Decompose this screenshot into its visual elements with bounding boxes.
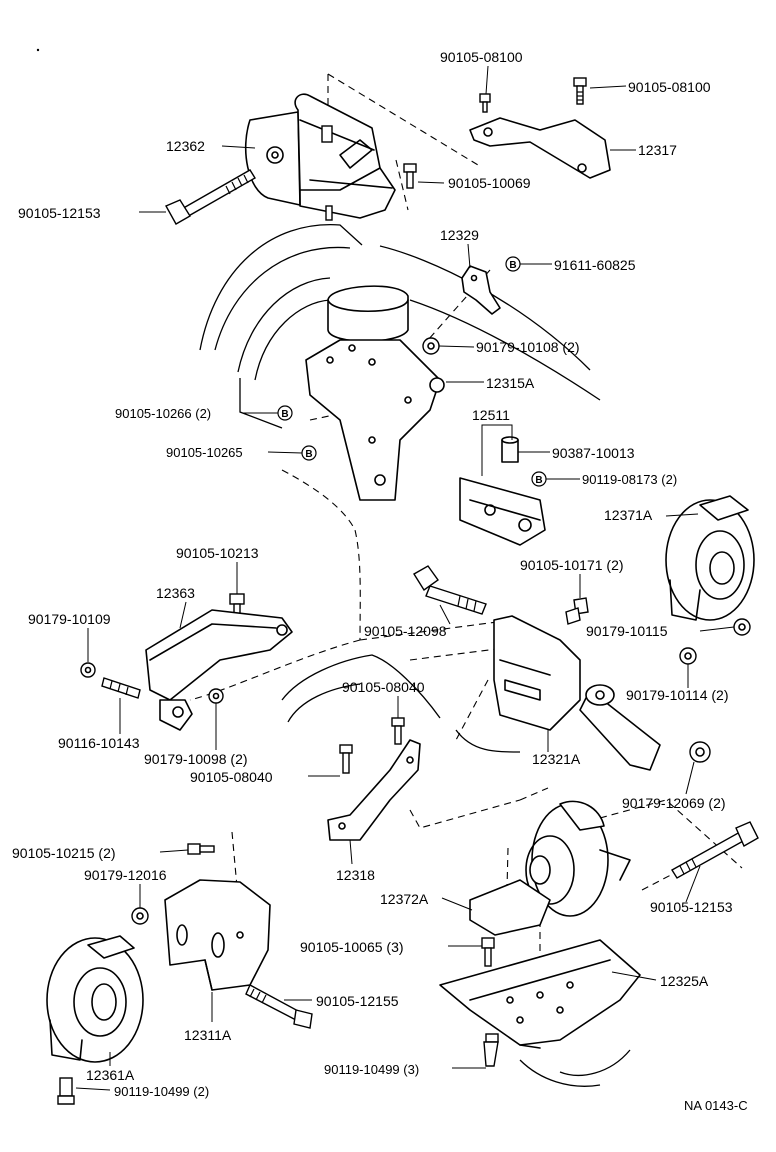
label-90105-10065: 90105-10065 (3) <box>300 939 404 955</box>
label-90105-10069: 90105-10069 <box>448 175 531 191</box>
bolt-90105-10171 <box>565 597 589 625</box>
label-12511: 12511 <box>472 407 510 423</box>
label-12362: 12362 <box>166 138 205 154</box>
label-90105-10213: 90105-10213 <box>176 545 259 561</box>
label-12317: 12317 <box>638 142 677 158</box>
label-91611-60825: 91611-60825 <box>554 257 636 273</box>
label-90105-08040-b: 90105-08040 <box>190 769 273 785</box>
nut-90179-10114 <box>679 647 697 665</box>
bracket-12311A <box>164 879 271 991</box>
label-90105-10265: 90105-10265 <box>166 445 243 460</box>
bracket-12318 <box>327 739 421 841</box>
bolt-90105-10065 <box>481 937 495 967</box>
label-90387-10013: 90387-10013 <box>552 445 635 461</box>
label-90119-10499-b: 90119-10499 (2) <box>114 1084 209 1099</box>
label-90105-12153-b: 90105-12153 <box>650 899 733 915</box>
label-12318: 12318 <box>336 867 375 883</box>
bracket-12511 <box>459 477 546 546</box>
bolt-90105-08040-upper <box>391 717 405 745</box>
plate-12325A <box>439 939 641 1049</box>
label-12321A: 12321A <box>532 751 581 767</box>
bolt-90119-10499-right <box>483 1033 499 1067</box>
label-90105-10171: 90105-10171 (2) <box>520 557 624 573</box>
washer-90179-12016 <box>131 907 149 925</box>
part-labels: 90105-08100 90105-08100 12362 12317 9010… <box>12 49 748 1113</box>
nut-90179-10108 <box>422 337 440 355</box>
label-12363: 12363 <box>156 585 195 601</box>
label-90116-10143: 90116-10143 <box>58 735 140 751</box>
bolt-90105-12153-bottom <box>671 821 759 879</box>
label-90105-12155: 90105-12155 <box>316 993 399 1009</box>
label-12325A: 12325A <box>660 973 709 989</box>
mount-12321A <box>493 615 661 771</box>
label-90105-12153-a: 90105-12153 <box>18 205 101 221</box>
scan-speck <box>36 48 40 52</box>
label-12311A: 12311A <box>184 1027 232 1043</box>
nut-90179-12069 <box>689 741 711 763</box>
svg-text:B: B <box>305 449 312 460</box>
label-12371A: 12371A <box>604 507 653 523</box>
label-90105-10266: 90105-10266 (2) <box>115 406 211 421</box>
nut-90179-10098 <box>208 688 224 704</box>
svg-text:B: B <box>535 475 542 486</box>
collar-90387-10013 <box>501 436 519 463</box>
figure-code: NA 0143-C <box>684 1098 748 1113</box>
bolt-90105-12155 <box>245 984 313 1029</box>
label-90179-10108: 90179-10108 (2) <box>476 339 580 355</box>
label-12329: 12329 <box>440 227 479 243</box>
svg-text:B: B <box>281 409 288 420</box>
b-circle-marker-icon: B <box>301 445 317 461</box>
bolt-90105-12153-top <box>165 169 256 225</box>
mount-12371A <box>665 495 755 621</box>
label-90105-08040-a: 90105-08040 <box>342 679 425 695</box>
bracket-12315A <box>305 285 445 501</box>
label-90179-12016: 90179-12016 <box>84 867 167 883</box>
b-circle-marker-icon: B <box>505 256 521 272</box>
nut-90179-10115 <box>733 618 751 636</box>
label-90179-12069: 90179-12069 (2) <box>622 795 726 811</box>
bolt-90105-08100-left <box>479 93 491 113</box>
b-circle-marker-icon: B <box>531 471 547 487</box>
bolt-90119-10499-left <box>57 1077 75 1105</box>
label-90105-10215: 90105-10215 (2) <box>12 845 116 861</box>
b-circle-marker-icon: B <box>277 405 293 421</box>
label-12361A: 12361A <box>86 1067 135 1083</box>
bracket-12363 <box>145 609 293 731</box>
bolt-90105-10215 <box>187 843 215 855</box>
stud-90116-10143 <box>101 677 141 699</box>
label-90105-12098: 90105-12098 <box>364 623 447 639</box>
bolt-90105-12098 <box>413 565 487 615</box>
mount-12361A <box>46 935 144 1063</box>
label-90105-08100-a: 90105-08100 <box>440 49 523 65</box>
label-90105-08100-b: 90105-08100 <box>628 79 711 95</box>
label-90119-10499-a: 90119-10499 (3) <box>324 1062 419 1077</box>
label-90119-08173: 90119-08173 (2) <box>582 472 677 487</box>
label-12372A: 12372A <box>380 891 429 907</box>
assembly-dashed-lines <box>189 73 743 990</box>
bolt-90105-08100-right <box>573 77 587 105</box>
nut-90179-10109 <box>80 662 96 678</box>
bolt-90105-08040-lower <box>339 744 353 774</box>
label-90179-10114: 90179-10114 (2) <box>626 687 728 703</box>
mount-12372A <box>469 800 631 936</box>
label-90179-10098: 90179-10098 (2) <box>144 751 248 767</box>
label-90179-10109: 90179-10109 <box>28 611 111 627</box>
bracket-12329 <box>461 265 501 315</box>
svg-text:B: B <box>509 260 516 271</box>
bracket-12317 <box>469 117 611 179</box>
leader-lines <box>75 65 735 1091</box>
label-12315A: 12315A <box>486 375 535 391</box>
label-90179-10115: 90179-10115 <box>586 623 668 639</box>
mount-12362 <box>244 93 396 221</box>
bolt-90105-10069 <box>403 163 417 189</box>
